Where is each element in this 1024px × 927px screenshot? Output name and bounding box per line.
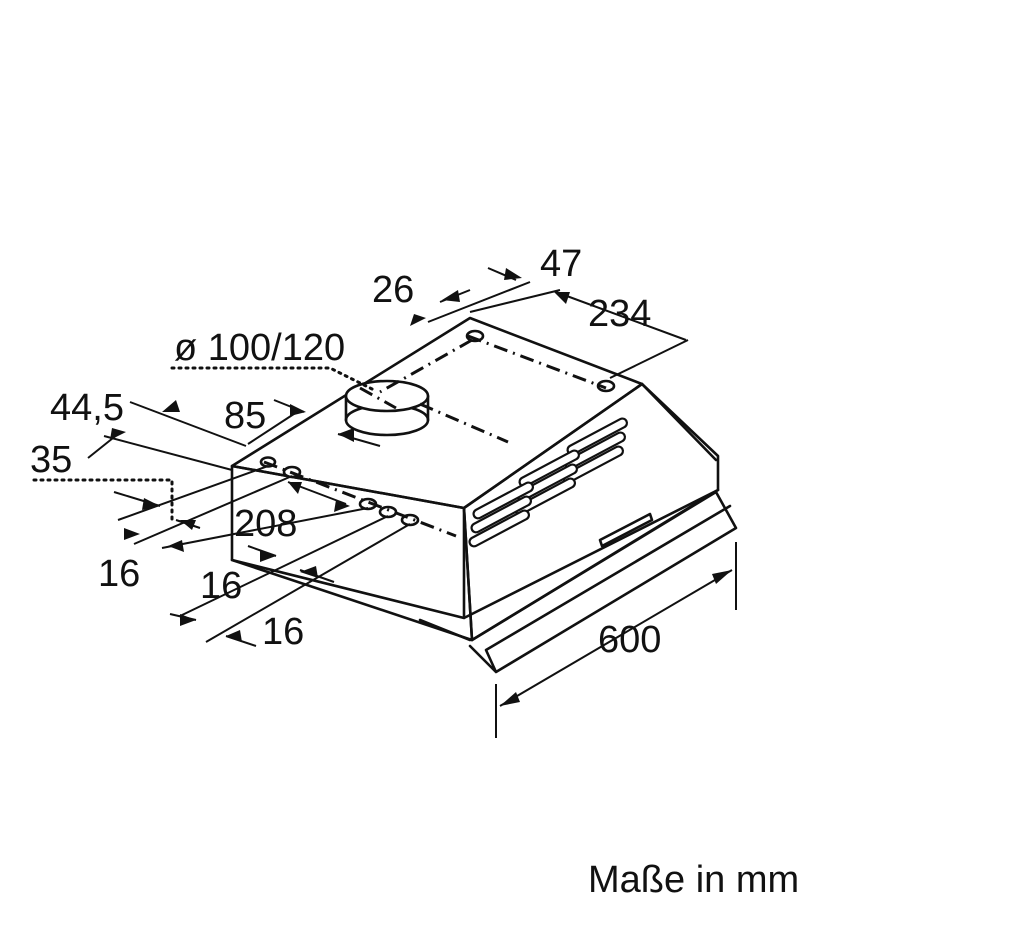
vent-group-right xyxy=(562,417,628,484)
dimension-16-first: 16 xyxy=(98,553,140,595)
dimension-16-third: 16 xyxy=(262,611,304,653)
dimension-208: 208 xyxy=(234,503,297,545)
vent-grilles xyxy=(468,417,628,548)
hood-bottom-lip xyxy=(468,490,738,674)
hood-body xyxy=(230,316,738,674)
duct-top-ellipse xyxy=(344,379,430,413)
dimension-duct-diameter: ø 100/120 xyxy=(174,327,345,369)
center-line xyxy=(467,334,607,390)
dimension-47: 47 xyxy=(540,243,582,285)
dimension-16-second: 16 xyxy=(200,565,242,607)
duct-opening xyxy=(344,379,430,437)
vent-group-left xyxy=(468,481,534,548)
duct-reference-line xyxy=(170,366,376,392)
hood-underside xyxy=(418,618,472,642)
center-line xyxy=(379,338,473,394)
dimension-35: 35 xyxy=(30,439,72,481)
units-caption: Maße in mm xyxy=(588,859,799,901)
center-lines xyxy=(263,334,607,538)
light-strip xyxy=(598,512,654,548)
dimension-85: 85 xyxy=(224,395,266,437)
dotted-reference-lines xyxy=(32,366,376,522)
arrowheads xyxy=(110,268,732,706)
dimension-234: 234 xyxy=(588,293,651,335)
center-line xyxy=(263,460,457,538)
dimension-labels: 47 26 234 ø 100/120 44,5 85 35 208 16 16… xyxy=(30,243,661,661)
dimension-600: 600 xyxy=(598,619,661,661)
center-line xyxy=(359,386,397,410)
center-line xyxy=(419,402,509,444)
hood-edge-lines xyxy=(230,382,720,620)
dimension-44-5: 44,5 xyxy=(50,387,124,429)
depth-reference-line xyxy=(32,478,174,522)
mounting-hole xyxy=(596,379,616,393)
dimension-26: 26 xyxy=(372,269,414,311)
